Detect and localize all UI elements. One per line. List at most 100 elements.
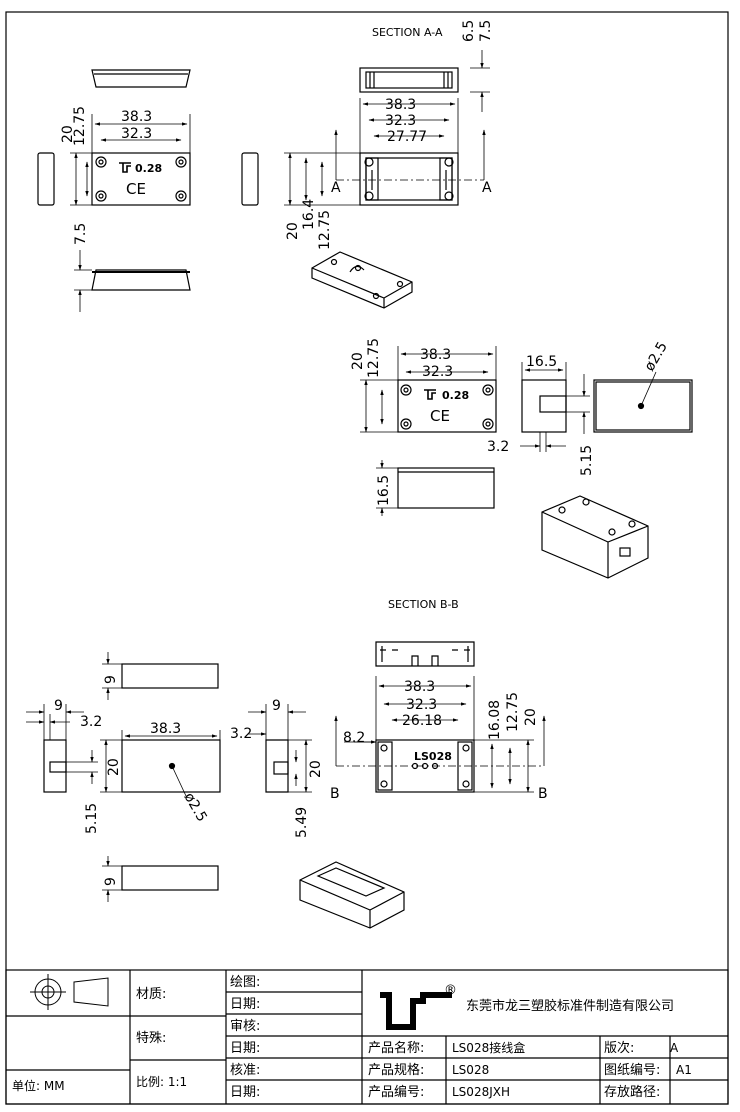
dim-20-sa: 20 [285,222,301,240]
dim-12-75-a: 12.75 [72,106,88,146]
date-label-1: 日期: [230,997,260,1012]
dim-32-3-a: 32.3 [121,126,152,142]
dim-2-5-m: ø2.5 [642,339,671,374]
top-label-ls028: LS028 [414,750,452,763]
dim-2-5-b: ø2.5 [181,790,210,825]
front-view-body [91,152,191,206]
dim-20-right: 20 [308,760,324,778]
dim-9-left: 9 [54,698,63,714]
top-view-outline [91,69,191,88]
part-number-mark-2: 0.28 [442,389,469,402]
version-label: 版次: [604,1040,634,1056]
sheet-border [5,11,729,1105]
dim-3-2-right: 3.2 [230,726,252,742]
storage-label: 存放路径: [604,1084,660,1100]
code-value: LS028JXH [452,1085,510,1099]
iso-view-3 [299,861,405,929]
dim-38-3-sb: 38.3 [404,679,435,695]
b-top-thin-view [121,663,219,689]
dim-16-5-side: 16.5 [526,354,557,370]
scale-label: 比例: 1:1 [136,1075,187,1089]
logo-mark [119,162,131,173]
ce-mark-2: CE [430,407,450,425]
registered-mark: ® [444,983,457,998]
closed-side-view [521,379,567,433]
dim-16-08: 16.08 [487,700,503,740]
product-name-label: 产品名称: [368,1040,424,1056]
section-a-label: SECTION A-A [372,26,443,39]
dim-6-5: 6.5 [461,20,477,42]
cut-b-right: B [538,786,548,802]
dim-8-2: 8.2 [343,730,365,746]
view-group-1 [37,69,259,291]
dim-26-18: 26.18 [402,713,442,729]
dim-7-5-sa: 7.5 [478,20,494,42]
unit-label: 单位: MM [12,1078,65,1093]
company-name: 东莞市龙三塑胶标准件制造有限公司 [466,998,674,1014]
dim-27-77: 27.77 [387,129,427,145]
section-a-top-view [359,67,459,93]
section-b-label: SECTION B-B [388,598,459,611]
b-left-side-view [43,739,67,793]
version-value: A [670,1041,679,1055]
dim-16-4: 16.4 [301,199,317,230]
company-logo-icon [380,992,426,1030]
dim-38-3-b: 38.3 [150,721,181,737]
dim-32-3-m: 32.3 [422,364,453,380]
dim-9-bottom: 9 [103,877,119,886]
bottom-view-outline [91,269,191,291]
closed-bottom-view [593,379,693,433]
b-front-view [121,739,221,793]
cut-b-left: B [330,786,340,802]
dim-20-sb: 20 [523,708,539,726]
dim-12-75-m: 12.75 [366,338,382,378]
left-side-view [37,152,55,206]
dim-38-3-m: 38.3 [420,347,451,363]
b-bottom-thin-view [121,865,219,891]
drawing-no-label: 图纸编号: [604,1063,660,1078]
dim-3-2-left: 3.2 [80,714,102,730]
dim-9-top: 9 [103,675,119,684]
code-label: 产品编号: [368,1085,424,1100]
special-label: 特殊: [136,1031,166,1046]
closed-front-view [397,379,497,433]
review-label: 审核: [230,1019,260,1034]
section-b-top-view [375,641,475,667]
dim-9-right: 9 [272,698,281,714]
part-number-mark: 0.28 [135,162,162,175]
dim-20-b: 20 [106,758,122,776]
dim-12-75-sa: 12.75 [317,210,333,250]
date-label-2: 日期: [230,1041,260,1056]
material-label: 材质: [136,987,166,1002]
closed-lower-view [397,467,495,509]
ce-mark: CE [126,180,146,198]
right-side-view [241,152,259,206]
title-block-grid [5,969,729,1105]
closed-box-views [397,379,693,579]
dim-7-5-a: 7.5 [73,223,89,245]
cut-a-left: A [331,180,341,196]
iso-view-1 [311,251,413,309]
date-label-3: 日期: [230,1085,260,1100]
dim-38-3-sa: 38.3 [385,97,416,113]
spec-value: LS028 [452,1063,489,1077]
spec-label: 产品规格: [368,1062,424,1078]
product-name-value: LS028接线盒 [452,1040,525,1055]
dim-20-a: 20 [60,125,76,143]
iso-view-2 [541,495,649,579]
dim-20-m: 20 [350,352,366,370]
dim-5-15-m: 5.15 [579,445,595,476]
section-a-plan-view [359,152,459,206]
drawing-no-value: A1 [676,1063,692,1077]
dim-38-3-a: 38.3 [121,109,152,125]
dim-32-3-sa: 32.3 [385,113,416,129]
b-right-side-view [265,739,289,793]
approve-label: 核准: [230,1063,260,1078]
dim-12-75-sb: 12.75 [505,692,521,732]
dim-16-5-lower: 16.5 [376,475,392,506]
cut-a-right: A [482,180,492,196]
dim-5-49: 5.49 [294,807,310,838]
dim-32-3-sb: 32.3 [406,697,437,713]
drawn-label: 绘图: [230,975,260,990]
